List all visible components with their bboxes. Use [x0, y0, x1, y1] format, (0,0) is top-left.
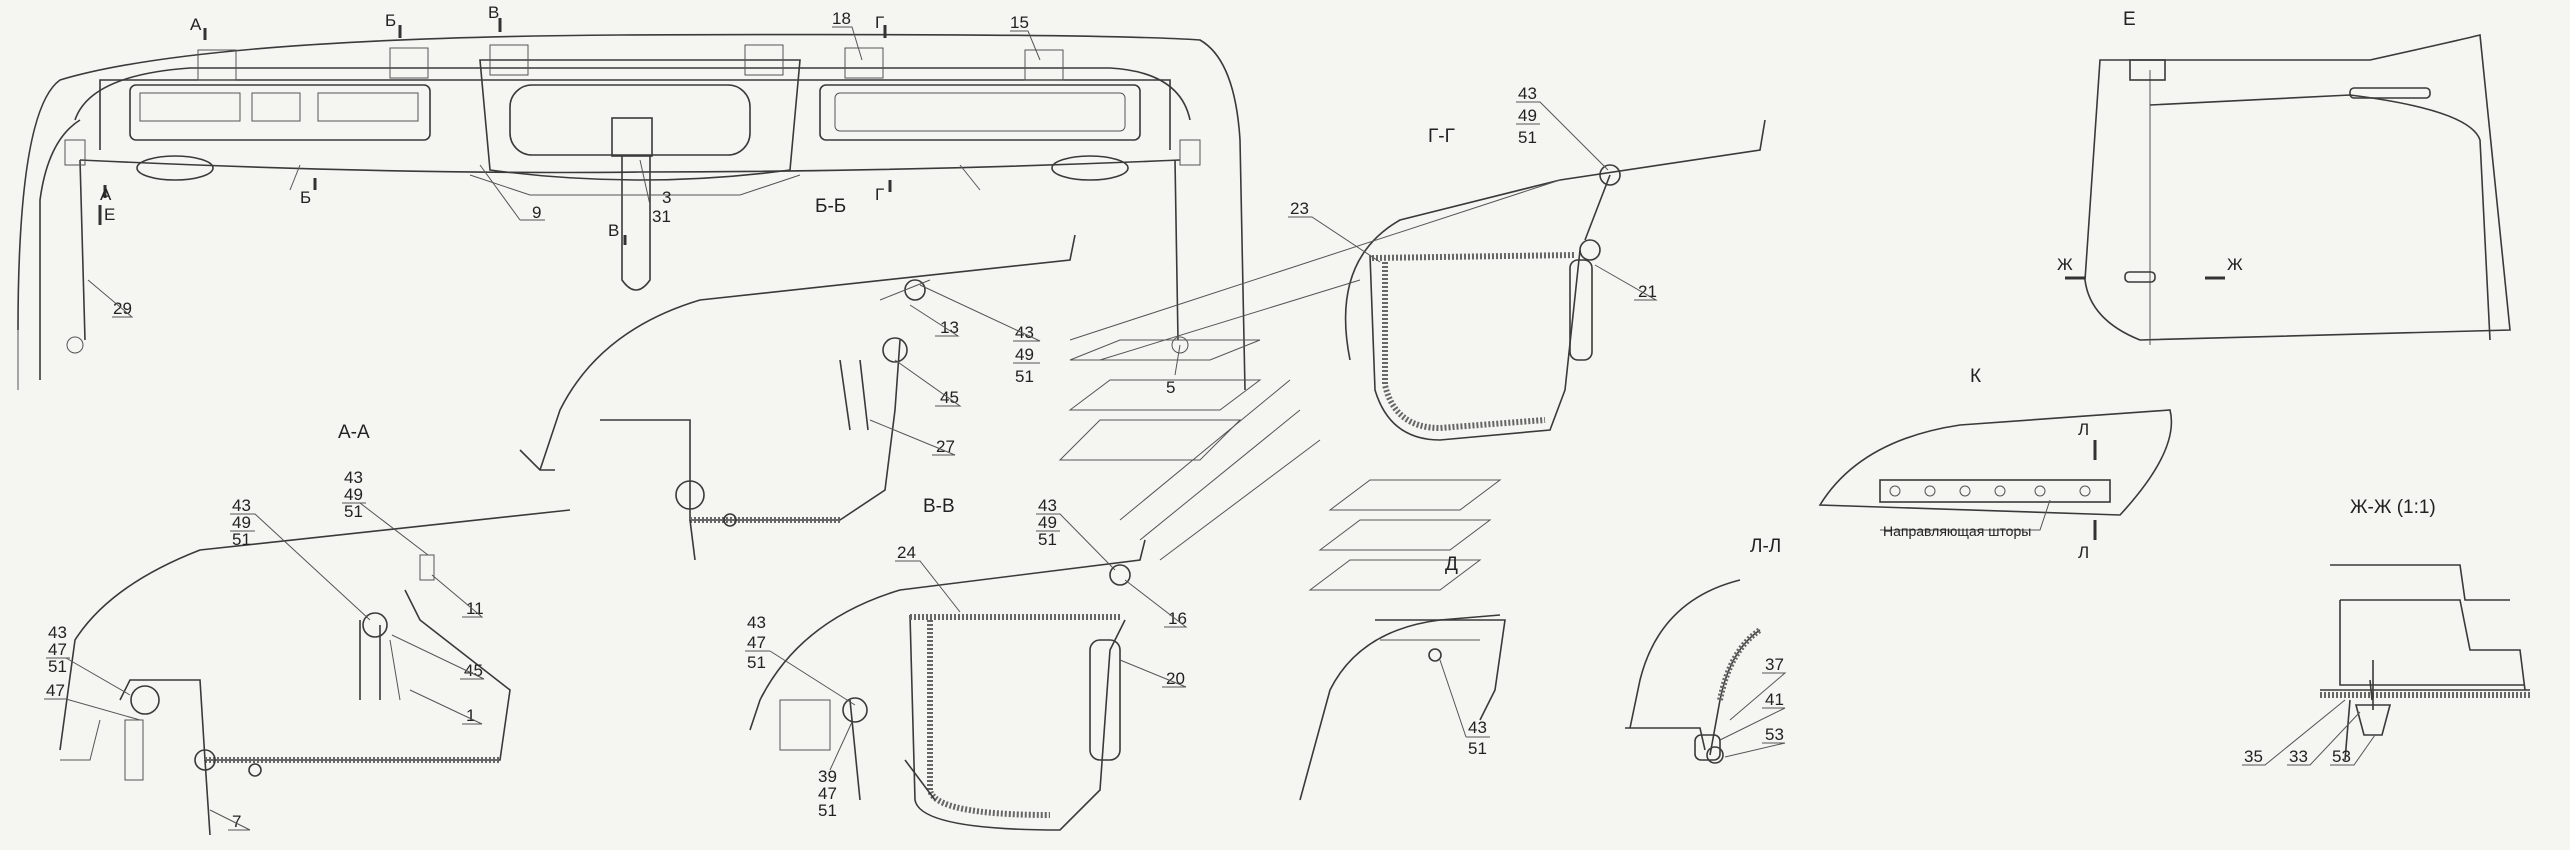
callout-9: 9	[532, 203, 541, 222]
section-aa-drawing	[59, 509, 571, 836]
section-vv-drawing	[749, 539, 1146, 831]
aa-callout-1: 1	[466, 706, 475, 725]
section-bb-drawing	[519, 234, 1076, 561]
vv-callout-16: 16	[1168, 609, 1187, 628]
section-k-drawing	[1818, 409, 2173, 540]
section-k-title: К	[1970, 366, 1981, 387]
zh-callout-53: 53	[2332, 747, 2351, 766]
marker-zh-left: Ж	[2057, 255, 2073, 274]
marker-b-top: Б	[385, 11, 396, 30]
vv-callout-43: 43	[1038, 496, 1057, 515]
d-callout-51: 51	[1468, 739, 1487, 758]
gg-callout-49: 49	[1518, 106, 1537, 125]
marker-b-bottom: Б	[300, 188, 311, 207]
vv-callout-24: 24	[897, 543, 916, 562]
vv-callout-39: 39	[818, 767, 837, 786]
zh-callout-35: 35	[2244, 747, 2263, 766]
ll-callout-37: 37	[1765, 655, 1784, 674]
bb-callout-43: 43	[1015, 323, 1034, 342]
section-e-drawing	[2065, 33, 2511, 345]
marker-a-bottom: А	[100, 185, 112, 204]
marker-e: Е	[104, 205, 115, 224]
vv-callout-51: 51	[1038, 530, 1057, 549]
section-ll-title: Л-Л	[1750, 536, 1781, 557]
main-callouts: 18 15 9 3 31 29 5	[87, 9, 1181, 397]
aa3-callout-51: 51	[48, 657, 67, 676]
marker-a-top: А	[190, 15, 202, 34]
aa2-callout-47: 47	[46, 681, 65, 700]
section-ll-callouts: 37 41 53	[1719, 655, 1787, 758]
callout-31: 31	[652, 207, 671, 226]
marker-v-bottom: В	[608, 221, 619, 240]
section-e-title: Е	[2123, 9, 2136, 30]
vv2-callout-43: 43	[747, 613, 766, 632]
d-callout-43: 43	[1468, 718, 1487, 737]
bb-callout-27: 27	[936, 437, 955, 456]
section-vv-title: В-В	[923, 496, 955, 517]
aa2-callout-51: 51	[344, 502, 363, 521]
aa3-callout-43: 43	[48, 623, 67, 642]
ll-callout-53: 53	[1765, 725, 1784, 744]
vv-callout-47: 47	[747, 633, 766, 652]
section-bb-callouts: 43 49 51 13 45 27	[869, 284, 1041, 456]
gg-callout-23: 23	[1290, 199, 1309, 218]
section-ll-drawing	[1625, 579, 1762, 764]
glass-panels	[1058, 339, 1502, 591]
section-vv-callouts: 24 43 49 51 16 20 43 47 51 39 47 51	[745, 496, 1188, 820]
marker-v-top: В	[488, 3, 499, 22]
note-rail: Направляющая шторы	[1883, 523, 2031, 539]
callout-18: 18	[832, 9, 851, 28]
bb-callout-13: 13	[940, 318, 959, 337]
section-gg-title: Г-Г	[1428, 126, 1455, 147]
aa2-callout-49: 49	[344, 485, 363, 504]
callout-5: 5	[1166, 378, 1175, 397]
vv-callout-20: 20	[1166, 669, 1185, 688]
vv3-callout-47: 47	[818, 784, 837, 803]
section-aa-title: А-А	[338, 422, 370, 443]
section-bb-title: Б-Б	[815, 196, 846, 217]
gg-callout-51: 51	[1518, 128, 1537, 147]
section-gg-drawing	[1069, 119, 1766, 441]
aa-callout-7: 7	[232, 812, 241, 831]
aa-callout-45: 45	[464, 661, 483, 680]
bb-callout-51: 51	[1015, 367, 1034, 386]
vv-callout-49: 49	[1038, 513, 1057, 532]
aa-callout-43: 43	[232, 496, 251, 515]
cab-front-view	[17, 33, 1246, 391]
vv3-callout-51: 51	[818, 801, 837, 820]
aa2-callout-43: 43	[344, 468, 363, 487]
section-aa-callouts: 43 49 51 43 49 51 11 45 1 43 47 51 47 7	[44, 468, 485, 831]
vv2-callout-51: 51	[747, 653, 766, 672]
marker-g-top: Г	[875, 13, 884, 32]
section-d-callouts: 43 51	[1439, 659, 1490, 758]
marker-l-bottom: Л	[2078, 543, 2089, 562]
callout-3: 3	[662, 188, 671, 207]
bb-callout-45: 45	[940, 388, 959, 407]
aa-callout-47: 47	[48, 640, 67, 659]
callout-15: 15	[1010, 13, 1029, 32]
aa-callout-11: 11	[466, 599, 484, 618]
section-d-drawing	[1299, 614, 1506, 801]
marker-g-bottom: Г	[875, 185, 884, 204]
section-zhzh-drawing	[2320, 564, 2530, 761]
aa-callout-49: 49	[232, 513, 251, 532]
section-zhzh-title: Ж-Ж (1:1)	[2350, 497, 2436, 518]
section-zhzh-callouts: 35 33 53	[2242, 699, 2376, 766]
marker-zh-right: Ж	[2227, 255, 2243, 274]
section-markers: А Б В Г А Б В Г Е	[98, 3, 892, 245]
section-d-title: Д	[1445, 554, 1458, 575]
aa-callout-51: 51	[232, 530, 251, 549]
marker-l-top: Л	[2078, 420, 2089, 439]
gg-callout-21: 21	[1638, 282, 1657, 301]
section-gg-callouts: 43 49 51 23 21	[1288, 84, 1658, 301]
gg-callout-43: 43	[1518, 84, 1537, 103]
ll-callout-41: 41	[1765, 690, 1784, 709]
zh-callout-33: 33	[2289, 747, 2308, 766]
bb-callout-49: 49	[1015, 345, 1034, 364]
